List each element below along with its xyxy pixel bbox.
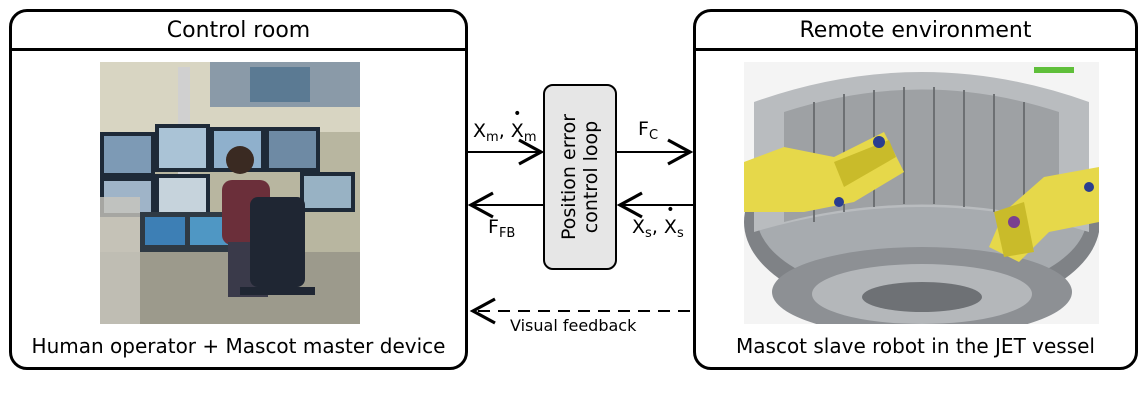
- jet-vessel-photo: [744, 62, 1099, 324]
- ffb-symbol: F: [488, 216, 499, 238]
- fc-subscript: C: [648, 128, 659, 143]
- control-room-panel: Control room: [9, 9, 468, 370]
- remote-environment-caption: Mascot slave robot in the JET vessel: [736, 334, 1095, 358]
- visual-feedback-label: Visual feedback: [510, 316, 637, 335]
- position-error-control-loop-box: Position error control loop: [543, 84, 617, 270]
- ffb-subscript: FB: [498, 226, 516, 241]
- xm-dot-symbol: X: [511, 120, 524, 142]
- control-loop-label-line2: control loop: [580, 120, 602, 234]
- master-position-velocity-label: Xm, Xm: [473, 120, 537, 145]
- xm-symbol: X: [473, 120, 487, 142]
- slave-position-velocity-label: Xs, Xs: [632, 216, 684, 241]
- xs-symbol: X: [632, 216, 646, 238]
- xs-subscript: s: [645, 226, 652, 241]
- control-loop-label-line1: Position error: [558, 113, 580, 241]
- control-room-caption: Human operator + Mascot master device: [31, 334, 446, 358]
- control-force-label: FC: [638, 118, 658, 143]
- control-loop-label: Position error control loop: [558, 114, 602, 240]
- xm-subscript: m: [486, 130, 499, 145]
- remote-environment-panel: Remote environment: [693, 9, 1138, 370]
- xs-dot-subscript: s: [676, 226, 684, 241]
- xm-dot-subscript: m: [523, 130, 537, 145]
- control-room-photo: [100, 62, 360, 324]
- feedback-force-label: FFB: [488, 216, 515, 241]
- remote-environment-title: Remote environment: [696, 12, 1135, 51]
- control-room-title: Control room: [12, 12, 465, 51]
- xs-dot-symbol: X: [664, 216, 677, 238]
- fc-symbol: F: [638, 118, 649, 140]
